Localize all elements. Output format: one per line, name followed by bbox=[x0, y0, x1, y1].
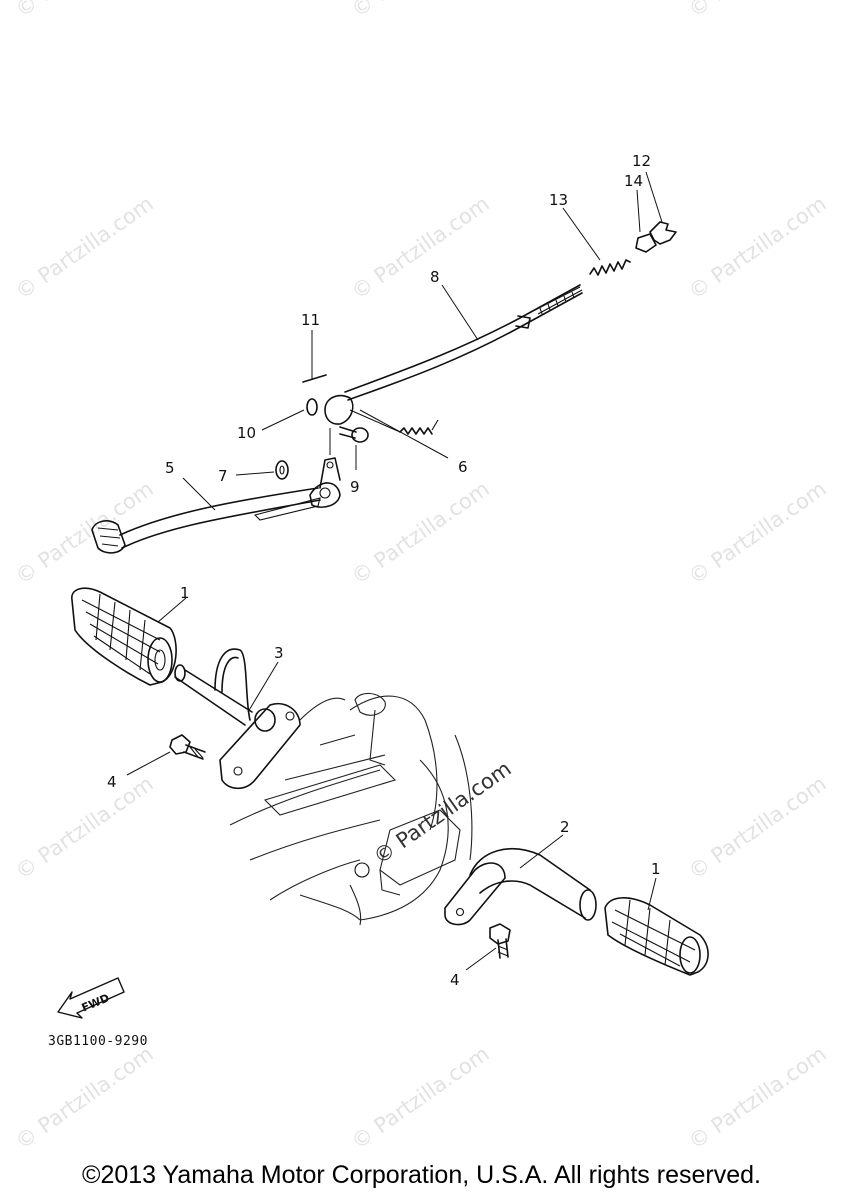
diagram-code: 3GB1100-9290 bbox=[48, 1034, 148, 1049]
watermark: © Partzilla.com bbox=[11, 0, 158, 22]
watermark: © Partzilla.com bbox=[347, 476, 494, 589]
watermark: © Partzilla.com bbox=[684, 771, 831, 884]
callout-13: 13 bbox=[549, 191, 568, 209]
watermark: © Partzilla.com bbox=[684, 1041, 831, 1154]
watermark: © Partzilla.com bbox=[684, 0, 831, 22]
callout-12: 12 bbox=[632, 152, 651, 170]
watermark: © Partzilla.com bbox=[347, 0, 494, 22]
callout-7: 7 bbox=[218, 467, 228, 485]
callout-4: 4 bbox=[107, 773, 117, 791]
copyright-notice: ©2013 Yamaha Motor Corporation, U.S.A. A… bbox=[82, 1161, 761, 1189]
callout-5: 5 bbox=[165, 459, 175, 477]
cotter-pin bbox=[302, 374, 327, 383]
callout-11: 11 bbox=[301, 311, 320, 329]
callout-3: 3 bbox=[274, 644, 284, 662]
bolt-upper bbox=[169, 734, 206, 760]
footrest-bracket-left bbox=[174, 648, 301, 790]
watermark: © Partzilla.com bbox=[11, 771, 158, 884]
rod-spring bbox=[589, 259, 631, 276]
clevis-pin bbox=[339, 426, 369, 443]
callout-14: 14 bbox=[624, 172, 643, 190]
watermark: © Partzilla.com bbox=[11, 1041, 158, 1154]
callout-9: 9 bbox=[350, 478, 360, 496]
callout-10: 10 bbox=[237, 424, 256, 442]
callout-6: 6 bbox=[458, 458, 468, 476]
frame-outline bbox=[229, 692, 473, 926]
callout-8: 8 bbox=[430, 268, 440, 286]
callout-labels: 1 1 2 3 4 4 5 6 7 8 9 10 11 12 13 14 bbox=[107, 152, 661, 989]
footrest-left bbox=[71, 587, 177, 686]
footrest-bracket-right bbox=[444, 848, 597, 926]
return-spring bbox=[349, 409, 439, 435]
watermark: © Partzilla.com bbox=[347, 1041, 494, 1154]
adjuster-nut bbox=[635, 233, 657, 253]
brake-rod bbox=[324, 284, 583, 425]
wing-nut bbox=[649, 221, 677, 245]
brake-pedal bbox=[91, 457, 341, 554]
watermark: © Partzilla.com bbox=[347, 191, 494, 304]
fwd-arrow-icon: FWD bbox=[57, 977, 125, 1019]
footrest-right bbox=[604, 897, 709, 976]
washer-small bbox=[306, 398, 318, 416]
watermark-layer: © Partzilla.com © Partzilla.com © Partzi… bbox=[11, 0, 831, 1154]
leader-lines bbox=[126, 171, 663, 971]
watermark: © Partzilla.com bbox=[684, 476, 831, 589]
callout-1: 1 bbox=[651, 860, 661, 878]
watermark: © Partzilla.com bbox=[684, 191, 831, 304]
callout-2: 2 bbox=[560, 818, 570, 836]
callout-4: 4 bbox=[450, 971, 460, 989]
callout-1: 1 bbox=[180, 584, 190, 602]
watermark: © Partzilla.com bbox=[11, 476, 158, 589]
bolt-lower bbox=[489, 923, 511, 959]
washer bbox=[275, 460, 289, 480]
watermark: © Partzilla.com bbox=[11, 191, 158, 304]
